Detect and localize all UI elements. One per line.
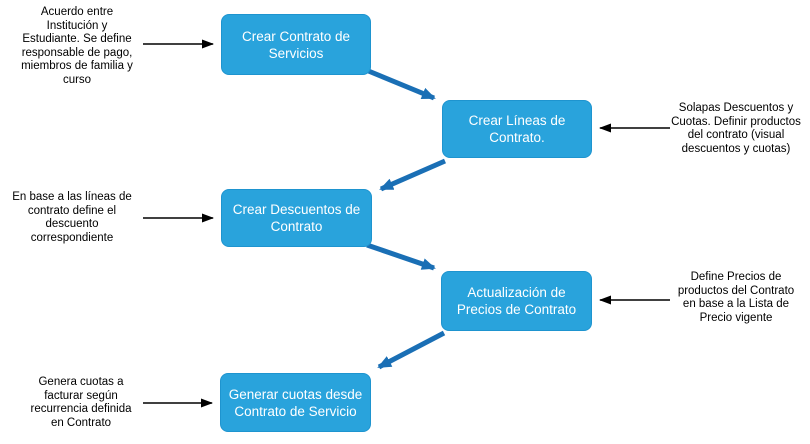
annotation-acuerdo-institucion: Acuerdo entre Institución y Estudiante. … (21, 6, 133, 86)
flow-arrow-4-5 (377, 330, 446, 370)
flow-arrow-1-2 (365, 67, 436, 101)
annotation-genera-cuotas: Genera cuotas a facturar según recurrenc… (30, 376, 132, 429)
flow-node-crear-lineas-de-contrato: Crear Líneas de Contrato. (442, 100, 592, 158)
flow-node-crear-contrato-de-servicios: Crear Contrato de Servicios (221, 14, 371, 75)
flow-arrow-2-3 (379, 158, 447, 192)
flow-node-actualizacion-de-precios: Actualización de Precios de Contrato (441, 271, 592, 331)
flow-node-generar-cuotas: Generar cuotas desde Contrato de Servici… (220, 373, 371, 432)
flow-arrow-3-4 (366, 242, 436, 271)
flow-node-crear-descuentos-de-contrato: Crear Descuentos de Contrato (221, 189, 372, 247)
annotation-solapas-descuentos: Solapas Descuentos y Cuotas. Definir pro… (671, 102, 801, 155)
annotation-define-precios: Define Precios de productos del Contrato… (677, 271, 795, 324)
annotation-en-base-lineas: En base a las líneas de contrato define … (12, 191, 132, 244)
